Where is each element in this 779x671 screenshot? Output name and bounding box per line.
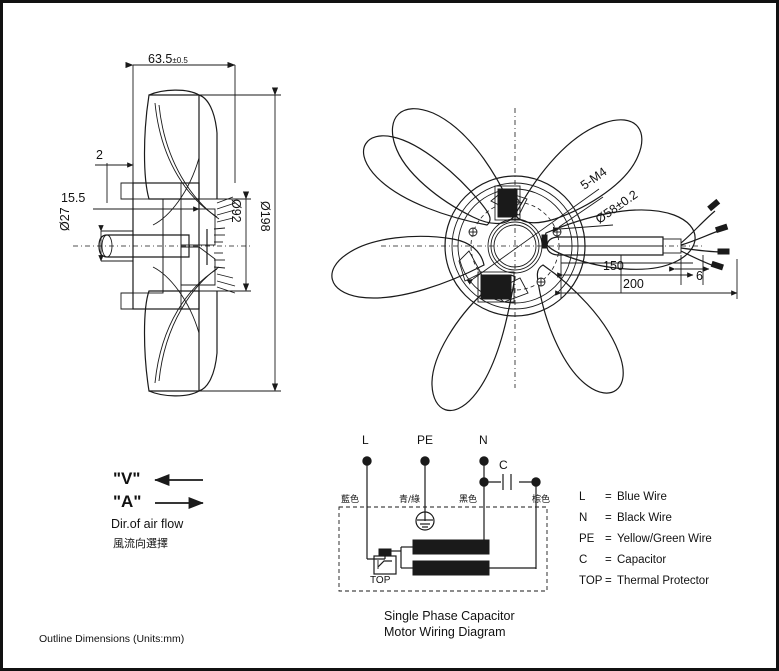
airflow-title-cn: 風流向選擇: [113, 537, 168, 550]
terminal-dots: [362, 456, 541, 487]
terminal-label-N: N: [479, 433, 488, 447]
legend-value: Capacitor: [617, 554, 667, 566]
legend-eq: =: [605, 533, 612, 545]
dim-label-6: 6: [696, 269, 703, 283]
dim-value-63: 63.5: [148, 52, 173, 66]
legend-key: C: [579, 554, 588, 566]
dim-200: [555, 255, 738, 299]
dim-label-2: 2: [96, 148, 103, 162]
legend-block: L = Blue Wire N = Black Wire PE = Yellow…: [579, 491, 776, 587]
blade-helix-1b: [158, 104, 220, 220]
airflow-arrows: [154, 474, 204, 509]
front-view-group: [331, 108, 738, 411]
blade-upper-silhouette: [143, 94, 218, 200]
hub-detail-bottom: [180, 246, 216, 286]
blade-helix-2b: [158, 266, 220, 382]
sheet-caption: Outline Dimensions (Units:mm): [39, 633, 185, 645]
terminal-label-L: L: [362, 433, 369, 447]
legend-row: N = Black Wire: [579, 512, 776, 524]
leader-5m4b: [552, 224, 614, 233]
hub-label-plate-top: [497, 188, 518, 218]
blade-helix-3: [152, 157, 200, 226]
flange-step-bottom: [120, 292, 133, 310]
technical-drawing-canvas: [73, 61, 738, 592]
terminal-label-PE: PE: [417, 433, 434, 447]
dim-label-150: 150: [603, 259, 624, 273]
wire-color-brown: 棕色: [532, 495, 551, 505]
legend-row: PE = Yellow/Green Wire: [579, 533, 776, 545]
legend-key: PE: [579, 533, 595, 545]
wire-lead-tips: [707, 198, 730, 271]
earth-symbol: [415, 511, 435, 531]
wiring-title-line2: Motor Wiring Diagram: [384, 625, 506, 639]
legend-row: C = Capacitor: [579, 554, 776, 566]
dim-label-200: 200: [623, 277, 644, 291]
wiring-title-line1: Single Phase Capacitor: [384, 609, 515, 623]
blade-lower-cap: [148, 390, 200, 397]
legend-value: Thermal Protector: [617, 575, 710, 587]
side-view-group: [73, 61, 281, 397]
shaft-end-ellipse: [101, 234, 113, 258]
winding-wires: [367, 543, 536, 569]
legend-eq: =: [605, 512, 612, 524]
capacitor-symbol: [502, 474, 512, 490]
leader-bolt-circle: [466, 188, 600, 285]
thermal-protector-label: TOP: [370, 575, 391, 586]
legend-value: Blue Wire: [617, 491, 667, 503]
hub-label-plate-bottom: [480, 274, 512, 300]
dim-6: [669, 255, 710, 285]
legend-key: L: [579, 491, 586, 503]
dim-ext-198: [199, 94, 281, 392]
dim-tol-63: ±0.5: [172, 56, 188, 65]
winding-aux: [412, 560, 490, 576]
blade-helix-4: [152, 266, 200, 334]
blade-lower-silhouette: [143, 290, 218, 392]
dim-label-92: Ø92: [229, 199, 243, 223]
gland-key: [541, 234, 548, 249]
dim-label-27: Ø27: [58, 207, 72, 231]
legend-key: N: [579, 512, 588, 524]
wire-color-blue: 藍色: [341, 495, 360, 505]
dim-ext-2: [106, 163, 134, 218]
blade-upper-cap: [148, 89, 200, 96]
capacitor-label: C: [499, 458, 508, 472]
wire-color-yellow-green: 青/綠: [399, 495, 421, 505]
wire-leads: [680, 210, 724, 268]
blade-helix-1: [154, 102, 218, 218]
blade-helix-2: [154, 268, 218, 384]
dim-ext-63: [132, 65, 236, 183]
legend-eq: =: [605, 575, 612, 587]
hub-detail-top: [180, 208, 216, 246]
wire-color-black: 黑色: [459, 495, 478, 505]
legend-key: TOP: [579, 575, 603, 587]
dim-ext-27: [101, 230, 133, 262]
legend-eq: =: [605, 554, 612, 566]
legend-eq: =: [605, 491, 612, 503]
legend-row: L = Blue Wire: [579, 491, 776, 503]
legend-value: Black Wire: [617, 512, 672, 524]
airflow-title-en: Dir.of air flow: [111, 517, 184, 531]
dim-ext-92: [199, 198, 251, 292]
side-hatch-marks: [213, 196, 236, 294]
legend-value: Yellow/Green Wire: [617, 533, 712, 545]
leader-5m4: [558, 196, 604, 228]
legend-row: TOP = Thermal Protector: [579, 575, 776, 587]
dim-150: [557, 255, 694, 293]
dim-label-15p5: 15.5: [61, 191, 86, 205]
flange-step-top: [120, 182, 133, 200]
airflow-v-label: "V": [113, 469, 141, 488]
airflow-a-label: "A": [113, 492, 142, 511]
motor-enclosure: [338, 506, 548, 592]
thermal-protector-symbol: [373, 548, 397, 575]
winding-main: [412, 539, 490, 555]
wiring-diagram: [338, 456, 548, 592]
impeller-blades: [331, 108, 696, 411]
dim-label-198: Ø198: [258, 201, 272, 232]
dim-label-63: 63.5±0.5: [148, 50, 188, 68]
